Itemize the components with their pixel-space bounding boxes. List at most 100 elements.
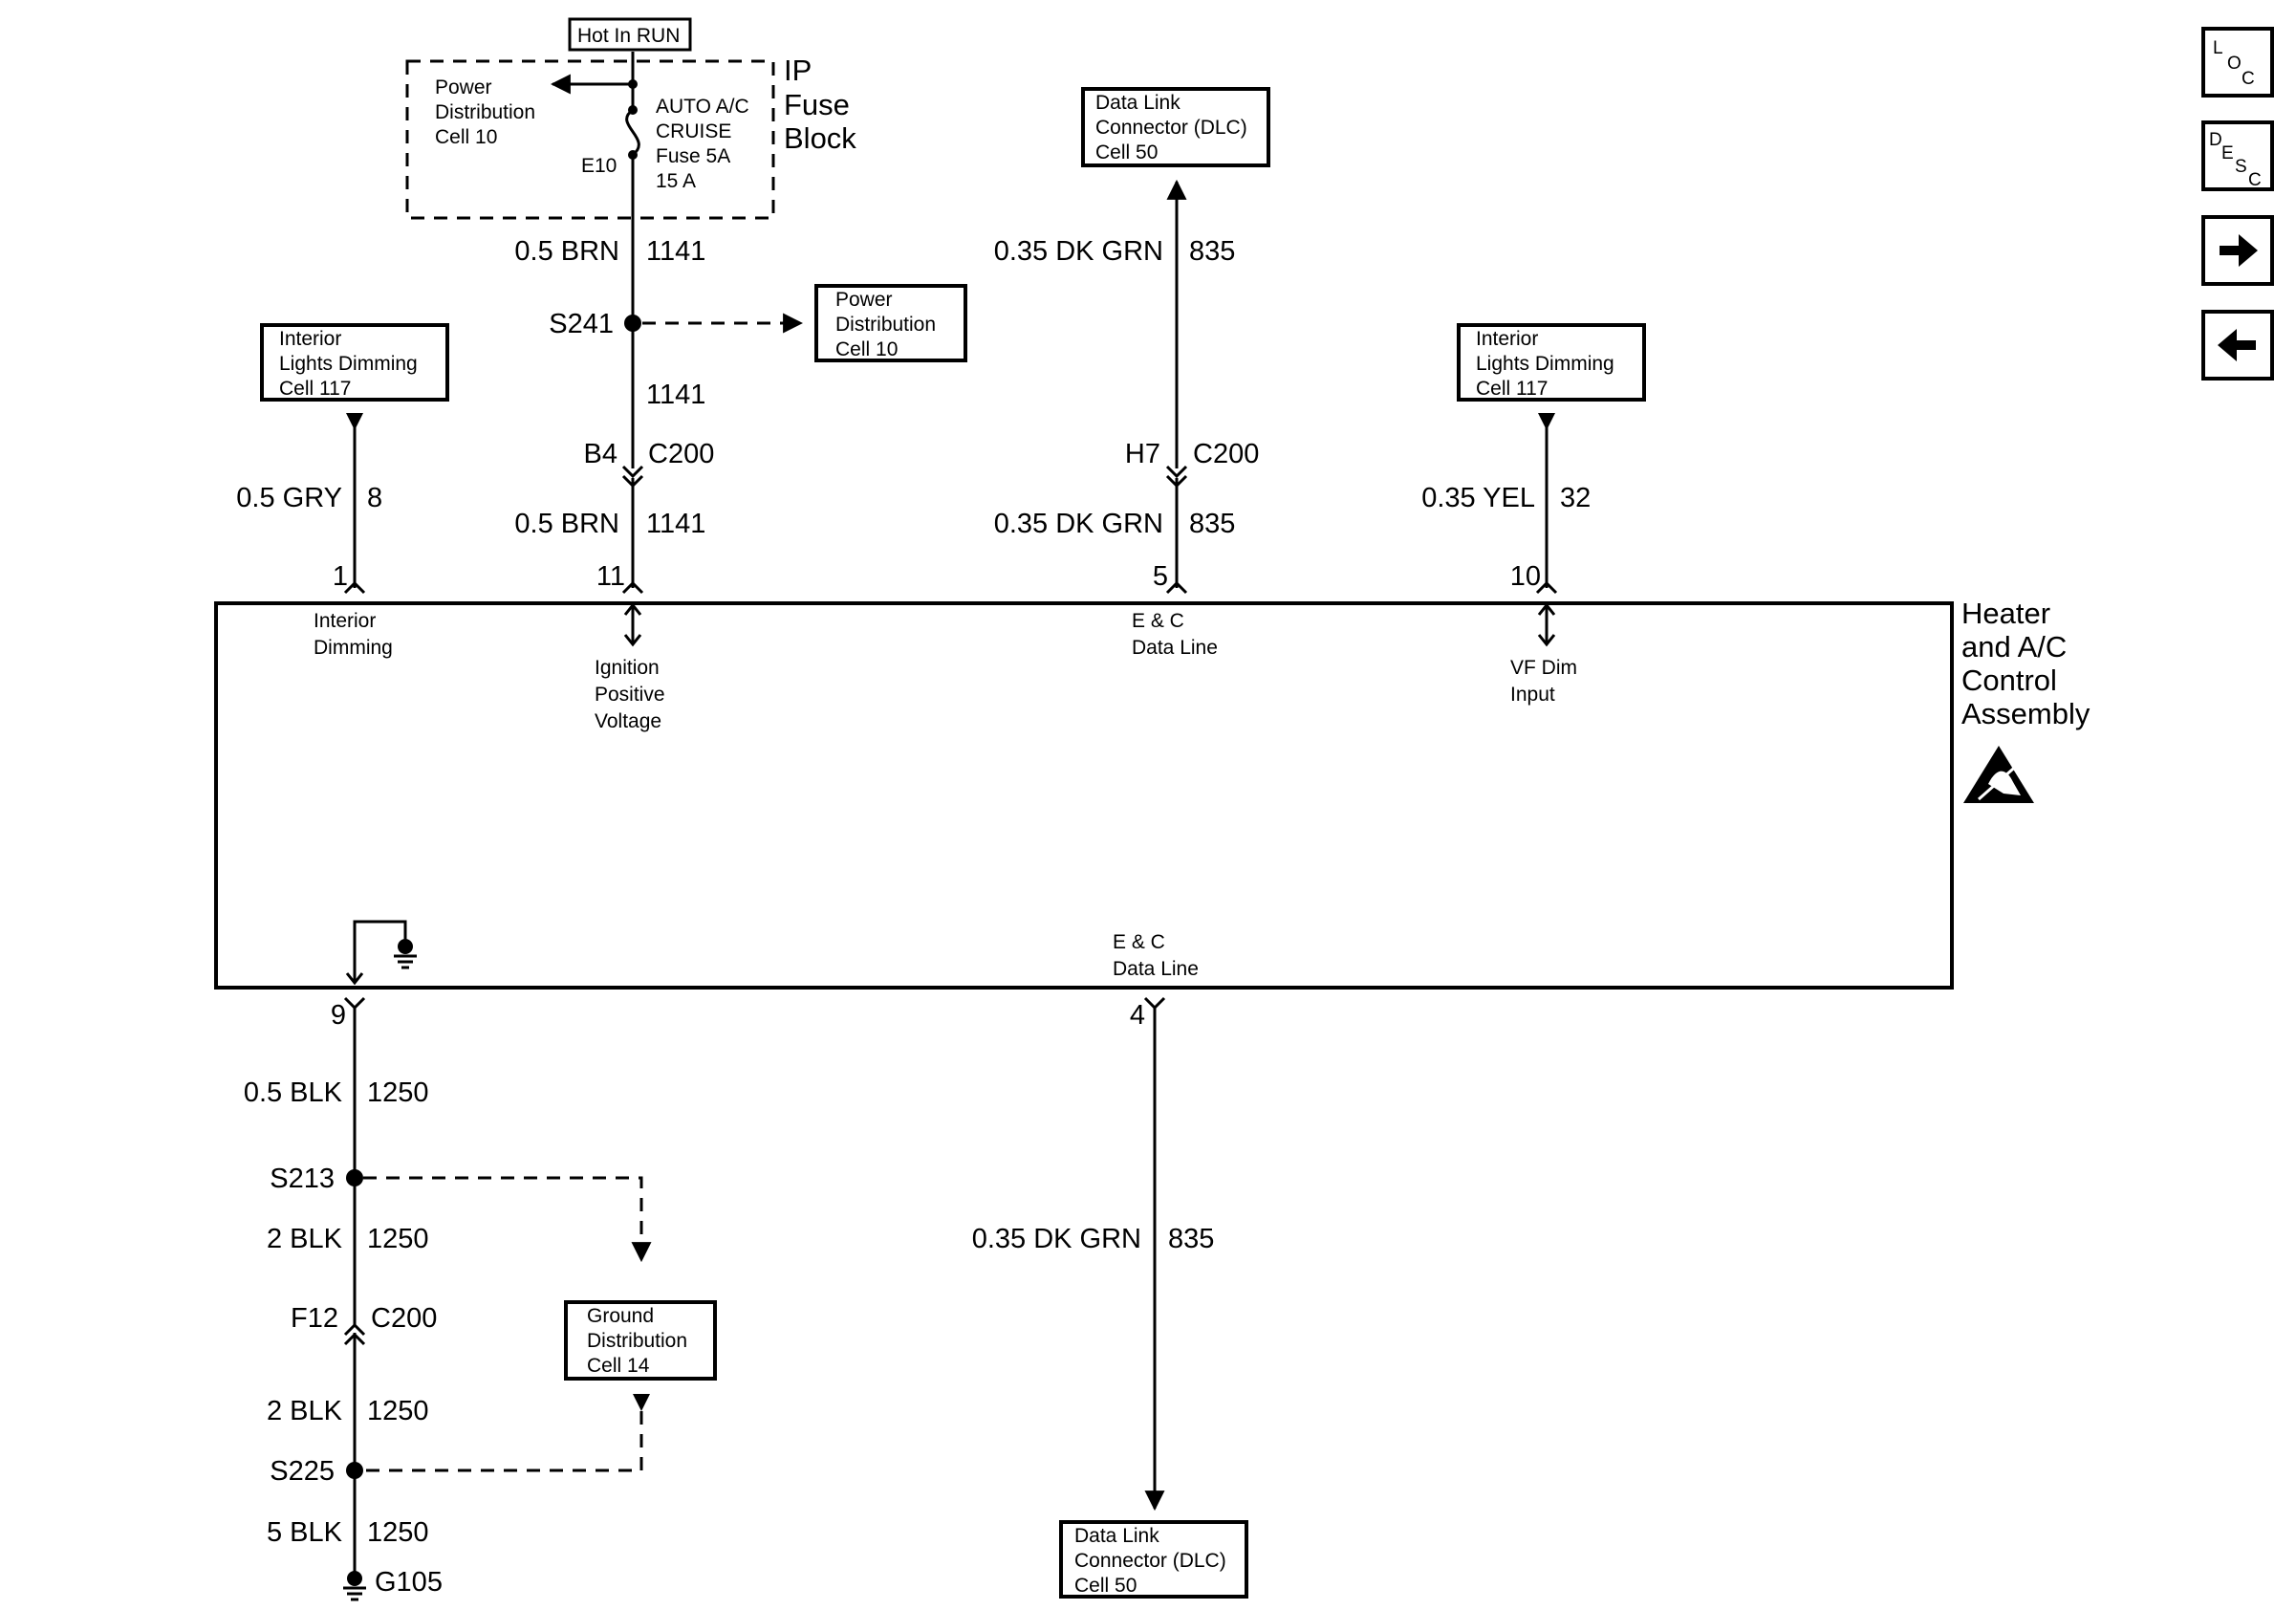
arrow-right-icon	[2220, 234, 2258, 267]
connector-c200-3-label: C200	[371, 1303, 437, 1334]
ref-dimming-right-box	[1457, 323, 1646, 402]
connector-b4-label: B4	[584, 439, 617, 469]
ref-dimming-right-line-2: Lights Dimming	[1476, 353, 1614, 375]
loc-button[interactable]: L O C	[2201, 27, 2274, 98]
ground-g105-icon	[347, 1571, 362, 1586]
w1141-bot-circuit: 1141	[646, 509, 705, 539]
ref-dlc-top-line-3: Cell 50	[1095, 141, 1158, 163]
ref-power-dist-line-1: Power	[835, 289, 893, 311]
splice-s241	[624, 315, 641, 332]
ref-ground-dist-box	[564, 1300, 717, 1381]
ref-dlc-bottom-line-2: Connector (DLC)	[1074, 1550, 1226, 1572]
ref-dimming-left-box	[260, 323, 449, 402]
pin-11-label: 11	[596, 561, 625, 592]
fuse-power-dist-3: Cell 10	[435, 126, 497, 148]
pin-4-label: 4	[1130, 1000, 1145, 1031]
fuse-power-dist-2: Distribution	[435, 101, 535, 123]
ref-dimming-right-line-3: Cell 117	[1476, 378, 1549, 400]
ref-dimming-left-line-2: Lights Dimming	[279, 353, 418, 375]
pin10-desc-2: Input	[1510, 684, 1555, 706]
fuse-label-4: 15 A	[656, 170, 696, 192]
pin-1-label: 1	[333, 561, 348, 592]
ref-dimming-left-line-1: Interior	[279, 328, 341, 350]
pin11-desc-2: Positive	[595, 684, 665, 706]
pin11-desc-3: Voltage	[595, 710, 661, 732]
fuse-block: Hot In RUN IP Fuse Block Power Distribut…	[405, 17, 856, 220]
w1250-d-circuit: 1250	[367, 1517, 429, 1548]
desc-button[interactable]: D E S C	[2201, 120, 2274, 191]
ref-ground-dist-line-1: Ground	[587, 1305, 654, 1327]
loc-letter-c: C	[2242, 69, 2255, 89]
pin1-desc-2: Dimming	[314, 637, 393, 659]
w1250-b-gauge: 2 BLK	[267, 1224, 343, 1254]
circuit-32: Interior Lights Dimming Cell 117 0.35 YE…	[1421, 323, 1646, 595]
module-outline	[214, 601, 1954, 990]
w835-top-a-gauge: 0.35 DK GRN	[994, 236, 1163, 267]
w835-top-b-gauge: 0.35 DK GRN	[994, 509, 1163, 539]
ref-ground-dist-line-3: Cell 14	[587, 1355, 650, 1377]
desc-letter-d: D	[2209, 130, 2222, 150]
w1250-a-gauge: 0.5 BLK	[244, 1077, 343, 1108]
circuit-835-bottom: 4 0.35 DK GRN 835 Data Link Connector (D…	[972, 996, 1248, 1599]
fuse-block-name-3: Block	[784, 121, 856, 155]
loc-letter-l: L	[2213, 38, 2223, 58]
ref-dlc-top-line-1: Data Link	[1095, 92, 1180, 114]
internal-ground-icon	[398, 939, 413, 954]
module-title-2: and A/C	[1961, 630, 2067, 664]
pin1-desc-1: Interior	[314, 610, 376, 632]
fuse-block-name-2: Fuse	[784, 88, 850, 121]
arrow-left-icon	[2218, 329, 2256, 361]
pin4-desc-1: E & C	[1113, 931, 1165, 953]
fuse-block-outline	[405, 59, 775, 220]
heater-ac-control-assembly: Heater and A/C Control Assembly Interior…	[214, 597, 2090, 990]
esd-warning-icon	[1963, 746, 2034, 803]
w8-circuit: 8	[367, 483, 382, 513]
ref-dlc-bottom-line-3: Cell 50	[1074, 1575, 1137, 1597]
ref-dimming-left-line-3: Cell 117	[279, 378, 352, 400]
pin-5-label: 5	[1153, 561, 1168, 592]
desc-letter-e: E	[2221, 143, 2234, 163]
ref-ground-dist-line-2: Distribution	[587, 1330, 687, 1352]
fuse-label-1: AUTO A/C	[656, 96, 749, 118]
connector-h7-label: H7	[1125, 439, 1160, 469]
circuit-1250: 9 0.5 BLK 1250 S213 2 BLK 1250 F12 C200 …	[244, 996, 717, 1601]
ref-power-dist-line-2: Distribution	[835, 314, 936, 336]
w8-gauge: 0.5 GRY	[236, 483, 342, 513]
w1250-d-gauge: 5 BLK	[267, 1517, 343, 1548]
w1250-b-circuit: 1250	[367, 1224, 429, 1254]
fuse-power-dist-1: Power	[435, 76, 492, 98]
splice-s213-label: S213	[270, 1164, 335, 1194]
w1250-a-circuit: 1250	[367, 1077, 429, 1108]
connector-f12-label: F12	[291, 1303, 338, 1334]
ref-power-distribution: Power Distribution Cell 10	[814, 284, 967, 362]
pin5-desc-2: Data Line	[1132, 637, 1218, 659]
splice-s213	[346, 1169, 363, 1186]
module-title-3: Control	[1961, 664, 2057, 697]
splice-s241-label: S241	[549, 309, 614, 339]
pin10-desc-1: VF Dim	[1510, 657, 1577, 679]
circuit-8: Interior Lights Dimming Cell 117 0.5 GRY…	[236, 323, 449, 595]
pin-10-label: 10	[1510, 561, 1541, 592]
hot-in-run-box	[568, 17, 692, 52]
ref-dlc-top-box	[1081, 87, 1270, 167]
prev-button[interactable]	[2201, 310, 2274, 381]
splice-s225	[346, 1462, 363, 1479]
ref-dlc-bottom-box	[1059, 1520, 1248, 1599]
w1141-top-circuit: 1141	[646, 236, 705, 267]
w1250-c-gauge: 2 BLK	[267, 1396, 343, 1426]
fuse-label-3: Fuse 5A	[656, 145, 730, 167]
connector-c200-1-label: C200	[648, 439, 714, 469]
pin5-desc-1: E & C	[1132, 610, 1184, 632]
loc-letter-o: O	[2227, 54, 2242, 74]
w32-circuit: 32	[1560, 483, 1591, 513]
fuse-terminal-e10: E10	[581, 155, 617, 177]
splice-s225-label: S225	[270, 1456, 335, 1487]
next-button[interactable]	[2201, 215, 2274, 286]
fuse-block-name-1: IP	[784, 54, 812, 87]
ref-dlc-bottom-line-1: Data Link	[1074, 1525, 1159, 1547]
connector-c200-2-label: C200	[1193, 439, 1259, 469]
connector-f12-c200	[343, 1322, 366, 1337]
connector-h7-c200	[1165, 465, 1188, 479]
desc-letter-c: C	[2248, 170, 2262, 190]
pin4-desc-2: Data Line	[1113, 958, 1199, 980]
